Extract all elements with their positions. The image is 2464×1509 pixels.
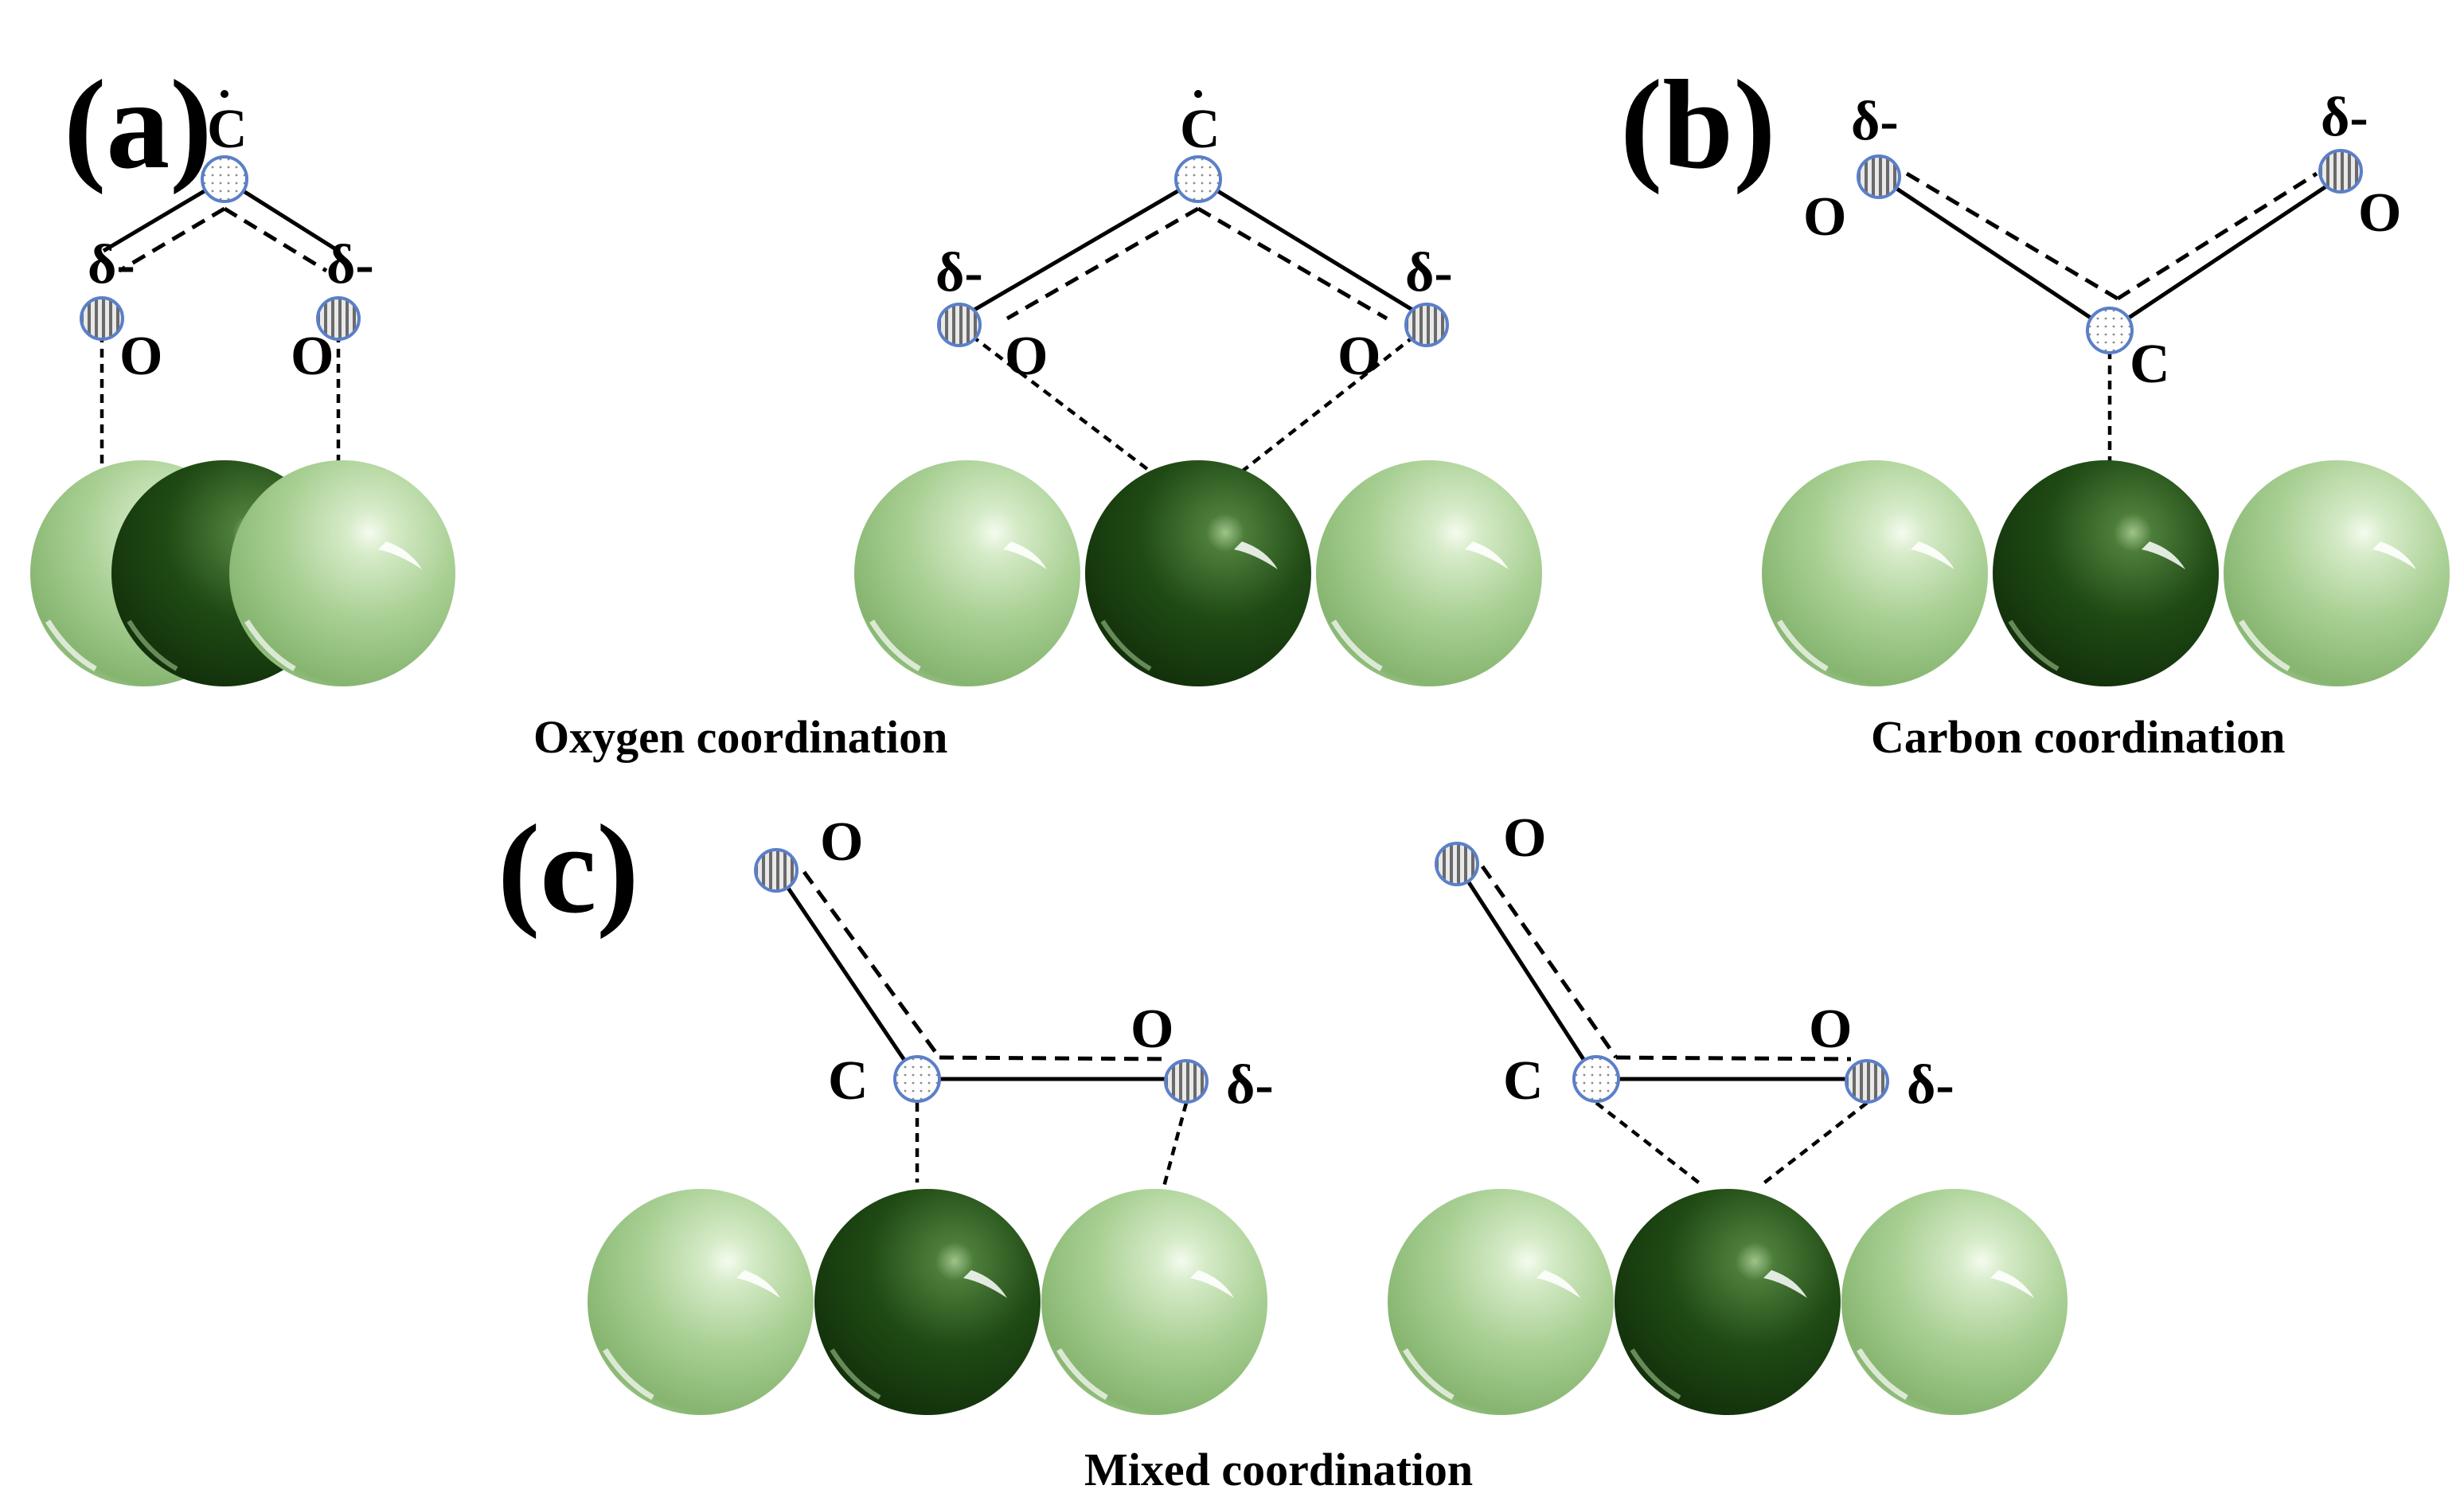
green-sphere-icon <box>854 460 1080 686</box>
partial-charge-label: δ- <box>1405 242 1453 303</box>
green-sphere-icon <box>588 1189 814 1415</box>
partial-charge-label: δ- <box>88 234 135 295</box>
green-sphere-icon <box>1041 1189 1267 1415</box>
panel-a-left-surface <box>30 460 455 686</box>
partial-charge-label: δ- <box>1851 91 1899 152</box>
partial-charge-label: δ- <box>2321 87 2368 148</box>
oxygen-atom-icon <box>1857 154 1901 199</box>
green-sphere-icon <box>1993 460 2219 686</box>
panel-b: (b) δ- δ- O O C Carbon coordination <box>1620 53 2450 763</box>
carbon-label: C <box>2130 334 2170 395</box>
green-sphere-icon <box>229 460 455 686</box>
radical-dot <box>221 90 228 98</box>
oxygen-atom-icon <box>1845 1059 1889 1104</box>
panel-a-left-structure: C O O δ- δ- <box>80 90 374 466</box>
carbon-label: C <box>1503 1050 1544 1112</box>
oxygen-label: O <box>1809 999 1852 1060</box>
oxygen-label: O <box>1337 326 1380 387</box>
partial-charge-label: δ- <box>1226 1054 1274 1116</box>
panel-c-left-surface <box>588 1189 1267 1415</box>
green-sphere-icon <box>1762 460 1988 686</box>
oxygen-atom-icon <box>2318 149 2363 194</box>
panel-c-right-structure: O O C δ- <box>1435 807 1954 1188</box>
oxygen-atom-icon <box>1404 303 1449 347</box>
panel-b-surface <box>1762 460 2450 686</box>
panel-a-right-structure: C O O δ- δ- <box>935 90 1453 473</box>
green-sphere-icon <box>1316 460 1542 686</box>
oxygen-label: O <box>1005 326 1048 387</box>
green-sphere-icon <box>814 1189 1041 1415</box>
oxygen-atom-icon <box>937 303 982 347</box>
carbon-label: C <box>207 99 248 160</box>
carbon-atom-icon <box>893 1055 941 1103</box>
partial-charge-label: δ- <box>935 242 983 303</box>
panel-b-caption: Carbon coordination <box>1871 711 2285 763</box>
panel-a-label: (a) <box>64 53 213 195</box>
green-sphere-icon <box>1085 460 1311 686</box>
oxygen-label: O <box>820 811 863 873</box>
oxygen-label: O <box>1130 999 1173 1060</box>
oxygen-atom-icon <box>1164 1059 1209 1104</box>
oxygen-label: O <box>291 326 334 387</box>
panel-c-caption: Mixed coordination <box>1084 1444 1473 1495</box>
carbon-label: C <box>828 1050 869 1112</box>
oxygen-atom-icon <box>1435 842 1479 886</box>
panel-c-right-surface <box>1388 1189 2068 1415</box>
green-sphere-icon <box>1841 1189 2068 1415</box>
oxygen-atom-icon <box>80 296 124 341</box>
panel-b-label: (b) <box>1620 53 1776 195</box>
carbon-label: C <box>1180 99 1220 160</box>
panel-c: (c) O O C δ- <box>498 798 2068 1495</box>
green-sphere-icon <box>2224 460 2450 686</box>
partial-charge-label: δ- <box>1907 1054 1954 1116</box>
oxygen-label: O <box>1503 807 1546 869</box>
carbon-atom-icon <box>201 155 248 203</box>
green-sphere-icon <box>1388 1189 1614 1415</box>
carbon-atom-icon <box>1174 155 1222 203</box>
green-sphere-icon <box>1615 1189 1841 1415</box>
oxygen-label: O <box>119 326 162 387</box>
carbon-atom-icon <box>2086 307 2134 354</box>
panel-c-label: (c) <box>498 798 639 940</box>
radical-dot <box>1194 90 1202 98</box>
oxygen-label: O <box>2358 182 2401 244</box>
panel-c-left-structure: O O C δ- <box>754 811 1274 1187</box>
oxygen-label: O <box>1803 186 1846 248</box>
panel-a-right-surface <box>854 460 1542 686</box>
partial-charge-label: δ- <box>326 234 374 295</box>
oxygen-atom-icon <box>754 848 799 893</box>
panel-a-caption: Oxygen coordination <box>533 711 947 763</box>
carbon-atom-icon <box>1572 1055 1620 1103</box>
panel-b-structure: δ- δ- O O C <box>1803 87 2401 466</box>
panel-a: (a) C O O δ- δ- <box>30 53 1542 763</box>
